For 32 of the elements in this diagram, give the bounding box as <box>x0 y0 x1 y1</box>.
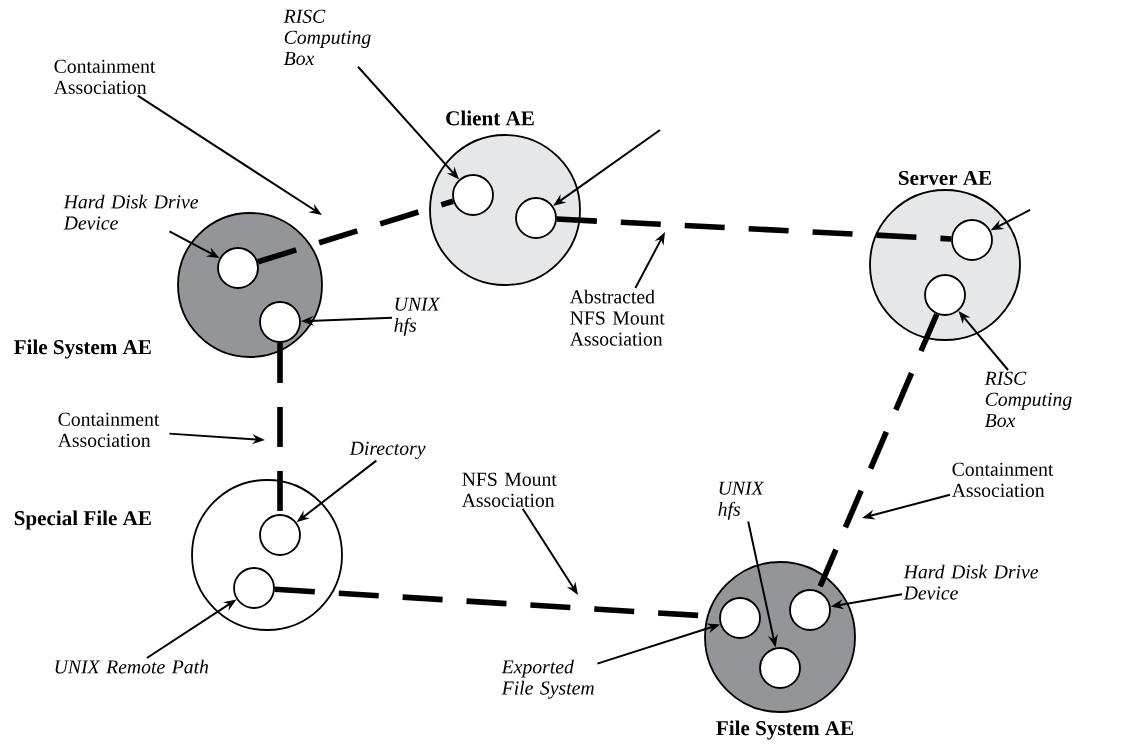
object-circle <box>217 247 259 289</box>
object-circle <box>259 301 301 343</box>
callout-label: Hard Disk Drive Device <box>63 194 199 230</box>
association-line <box>257 198 454 265</box>
callout-label: UNIX hfs <box>718 481 765 520</box>
object-circle <box>719 597 761 639</box>
entity-title: Client AE <box>446 110 534 126</box>
callout-label: Hard Disk Drive Device <box>903 564 1039 600</box>
callout-label: RISC Computing Box <box>984 371 1072 428</box>
callout-label: Containment Association <box>53 59 156 94</box>
callout-label: Containment Association <box>57 412 160 447</box>
object-circle <box>951 219 993 261</box>
object-circle <box>452 174 494 216</box>
object-circle <box>259 514 301 556</box>
object-circle <box>789 589 831 631</box>
callout-label: Directory <box>349 441 426 459</box>
object-circle <box>233 567 275 609</box>
entity-title: File System AE <box>14 339 151 359</box>
entity-title: Special File AE <box>14 510 151 530</box>
object-circle <box>515 197 557 239</box>
callout-label: Containment Association <box>951 462 1054 497</box>
object-circle <box>759 647 801 689</box>
entity-title: File System AE <box>716 720 854 740</box>
association-line <box>556 216 952 242</box>
callout-label: UNIX hfs <box>394 297 441 336</box>
callout-label: Exported File System <box>501 659 594 699</box>
object-circle <box>924 274 966 316</box>
entity-title: Server AE <box>899 170 992 186</box>
callout-label: Abstracted NFS Mount Association <box>569 289 665 346</box>
callout-label: NFS Mount Association <box>461 472 557 507</box>
callout-label: RISC Computing Box <box>283 9 371 66</box>
callout-label: UNIX Remote Path <box>55 659 209 674</box>
